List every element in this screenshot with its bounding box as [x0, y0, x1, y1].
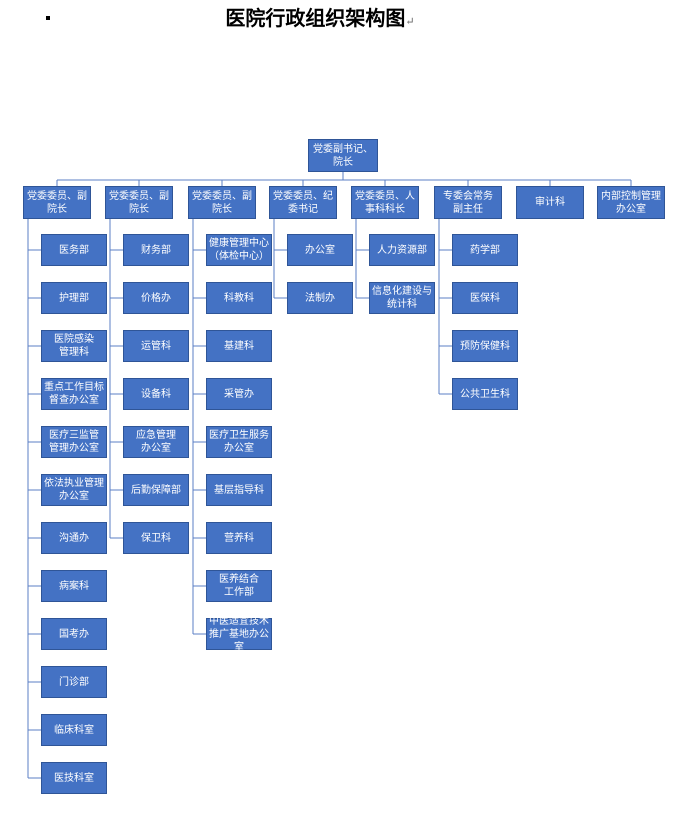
- unit-node-1-4: 应急管理 办公室: [123, 426, 189, 458]
- unit-node-1-3: 设备科: [123, 378, 189, 410]
- unit-node-1-6: 保卫科: [123, 522, 189, 554]
- title-text: 医院行政组织架构图: [225, 6, 406, 30]
- branch-head-7: 内部控制管理 办公室: [597, 186, 665, 219]
- unit-node-2-8: 中医适宜技术 推广基地办公室: [206, 616, 272, 653]
- unit-node-5-2: 预防保健科: [452, 330, 518, 362]
- paragraph-mark: ↵: [405, 15, 415, 28]
- unit-node-4-0: 人力资源部: [369, 234, 435, 266]
- unit-node-5-1: 医保科: [452, 282, 518, 314]
- root-node: 党委副书记、 院长: [308, 139, 378, 172]
- bullet-marker: [46, 16, 50, 20]
- unit-node-0-10: 临床科室: [41, 714, 107, 746]
- unit-node-0-4: 医疗三监管 管理办公室: [41, 426, 107, 458]
- unit-node-0-8: 国考办: [41, 618, 107, 650]
- unit-node-4-1: 信息化建设与 统计科: [369, 282, 435, 314]
- branch-head-4: 党委委员、人 事科科长: [351, 186, 419, 219]
- unit-node-1-1: 价格办: [123, 282, 189, 314]
- unit-node-2-2: 基建科: [206, 330, 272, 362]
- branch-head-0: 党委委员、副 院长: [23, 186, 91, 219]
- unit-node-2-0: 健康管理中心 （体检中心）: [206, 234, 272, 266]
- unit-node-3-1: 法制办: [287, 282, 353, 314]
- unit-node-2-1: 科教科: [206, 282, 272, 314]
- unit-node-5-3: 公共卫生科: [452, 378, 518, 410]
- unit-node-2-7: 医养结合 工作部: [206, 570, 272, 602]
- unit-node-2-4: 医疗卫生服务 办公室: [206, 426, 272, 458]
- unit-node-0-11: 医技科室: [41, 762, 107, 794]
- unit-node-1-2: 运管科: [123, 330, 189, 362]
- unit-node-3-0: 办公室: [287, 234, 353, 266]
- page-title: 医院行政组织架构图↵: [180, 4, 460, 36]
- unit-node-0-6: 沟通办: [41, 522, 107, 554]
- unit-node-0-3: 重点工作目标 督查办公室: [41, 378, 107, 410]
- branch-head-6: 审计科: [516, 186, 584, 219]
- unit-node-5-0: 药学部: [452, 234, 518, 266]
- branch-head-3: 党委委员、纪 委书记: [269, 186, 337, 219]
- unit-node-1-0: 财务部: [123, 234, 189, 266]
- unit-node-2-6: 营养科: [206, 522, 272, 554]
- branch-head-1: 党委委员、副 院长: [105, 186, 173, 219]
- unit-node-0-5: 依法执业管理 办公室: [41, 474, 107, 506]
- unit-node-2-3: 采管办: [206, 378, 272, 410]
- unit-node-0-7: 病案科: [41, 570, 107, 602]
- unit-node-0-1: 护理部: [41, 282, 107, 314]
- unit-node-1-5: 后勤保障部: [123, 474, 189, 506]
- unit-node-2-5: 基层指导科: [206, 474, 272, 506]
- unit-node-0-9: 门诊部: [41, 666, 107, 698]
- unit-node-0-0: 医务部: [41, 234, 107, 266]
- branch-head-2: 党委委员、副 院长: [188, 186, 256, 219]
- branch-head-5: 专委会常务 副主任: [434, 186, 502, 219]
- unit-node-0-2: 医院感染 管理科: [41, 330, 107, 362]
